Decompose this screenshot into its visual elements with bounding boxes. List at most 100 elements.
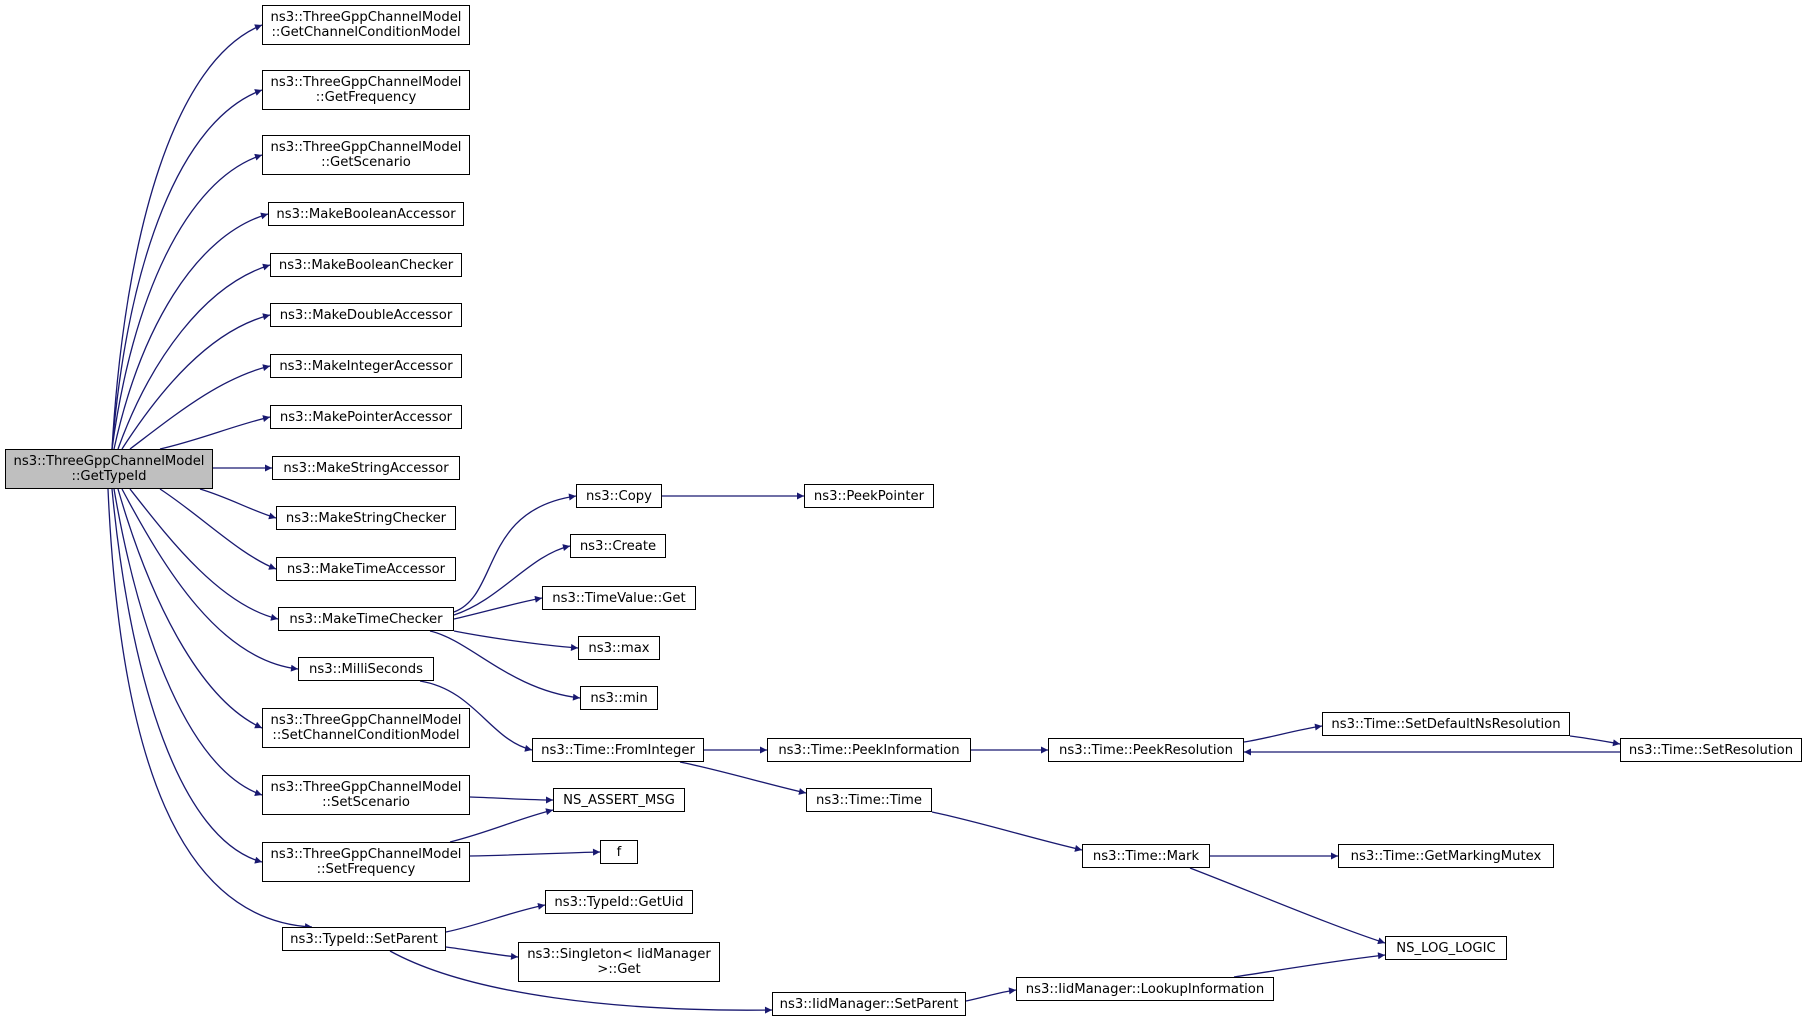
- edge-root-to-makeStringChecker: [199, 488, 277, 520]
- node-label-line: ns3::Time::GetMarkingMutex: [1350, 848, 1542, 864]
- node-milli-seconds[interactable]: ns3::MilliSeconds: [298, 657, 434, 681]
- node-label-line: ns3::IidManager::LookupInformation: [1025, 981, 1265, 997]
- node-label-line: ns3::MakeBooleanAccessor: [276, 206, 456, 222]
- node-f[interactable]: f: [600, 840, 638, 864]
- node-singleton-get[interactable]: ns3::Singleton< IidManager >::Get: [518, 942, 720, 982]
- node-create[interactable]: ns3::Create: [570, 534, 666, 558]
- node-label-line: ns3::Time::PeekResolution: [1059, 742, 1233, 758]
- edge-typeIdSetParent-to-typeIdGetUid: [445, 902, 546, 933]
- edge-timeSetDefaultNsResolution-to-timeSetResolution: [1569, 735, 1621, 747]
- node-label-line: ::SetChannelConditionModel: [272, 728, 460, 743]
- edge-root-to-getFrequency: [111, 89, 263, 450]
- node-set-channel-condition-model[interactable]: ns3::ThreeGppChannelModel::SetChannelCon…: [262, 708, 470, 748]
- node-label-line: >::Get: [597, 962, 641, 977]
- node-iid-manager-set-parent[interactable]: ns3::IidManager::SetParent: [772, 992, 966, 1016]
- node-label-line: ns3::IidManager::SetParent: [779, 996, 959, 1012]
- edge-makeTimeChecker-to-copy: [453, 493, 577, 613]
- edge-timeTime-to-timeMark: [931, 811, 1083, 852]
- node-label-line: ns3::MakeDoubleAccessor: [279, 307, 453, 323]
- edge-setFrequency-to-nsAssertMsg: [449, 808, 554, 843]
- node-set-scenario[interactable]: ns3::ThreeGppChannelModel::SetScenario: [262, 775, 470, 815]
- node-make-time-accessor[interactable]: ns3::MakeTimeAccessor: [276, 557, 456, 581]
- node-make-boolean-accessor[interactable]: ns3::MakeBooleanAccessor: [268, 202, 464, 226]
- node-min[interactable]: ns3::min: [580, 686, 658, 710]
- edge-root-to-setScenario: [113, 488, 263, 796]
- node-type-id-set-parent[interactable]: ns3::TypeId::SetParent: [282, 927, 446, 951]
- node-get-scenario[interactable]: ns3::ThreeGppChannelModel::GetScenario: [262, 135, 470, 175]
- node-peek-pointer[interactable]: ns3::PeekPointer: [804, 484, 934, 508]
- node-time-peek-information[interactable]: ns3::Time::PeekInformation: [767, 738, 971, 762]
- edge-root-to-makeBooleanAccessor: [113, 212, 269, 450]
- node-ns-log-logic[interactable]: NS_LOG_LOGIC: [1385, 936, 1507, 960]
- node-make-pointer-accessor[interactable]: ns3::MakePointerAccessor: [270, 405, 462, 429]
- node-label-line: ns3::MakeTimeAccessor: [286, 561, 446, 577]
- node-label-line: ns3::MakeStringChecker: [285, 510, 447, 526]
- node-label-line: ns3::Singleton< IidManager: [527, 947, 711, 962]
- node-time-mark[interactable]: ns3::Time::Mark: [1082, 844, 1210, 868]
- node-time-from-integer[interactable]: ns3::Time::FromInteger: [532, 738, 704, 762]
- node-label-line: ns3::Copy: [586, 488, 652, 504]
- node-label-line: ns3::Create: [579, 538, 657, 554]
- node-max[interactable]: ns3::max: [578, 636, 660, 660]
- node-make-time-checker[interactable]: ns3::MakeTimeChecker: [278, 607, 454, 631]
- edge-timeMark-to-nsLogLogic: [1189, 867, 1386, 945]
- node-label-line: ns3::MakeTimeChecker: [289, 611, 443, 627]
- edge-makeTimeChecker-to-max: [453, 630, 579, 651]
- edge-timeFromInteger-to-timeTime: [679, 761, 807, 795]
- node-label-line: ::SetScenario: [322, 795, 410, 810]
- node-time-set-resolution[interactable]: ns3::Time::SetResolution: [1620, 738, 1802, 762]
- edge-typeIdSetParent-to-singletonGet: [445, 946, 519, 960]
- node-label-line: ns3::ThreeGppChannelModel: [270, 10, 462, 25]
- edge-root-to-makeTimeAccessor: [159, 488, 277, 570]
- node-type-id-get-uid[interactable]: ns3::TypeId::GetUid: [545, 890, 693, 914]
- node-copy[interactable]: ns3::Copy: [576, 484, 662, 508]
- node-label-line: ::GetChannelConditionModel: [271, 25, 461, 40]
- node-make-double-accessor[interactable]: ns3::MakeDoubleAccessor: [270, 303, 462, 327]
- edge-root-to-makePointerAccessor: [159, 415, 271, 450]
- edge-root-to-makeIntegerAccessor: [129, 364, 271, 450]
- node-label-line: ns3::Time::Time: [816, 792, 922, 808]
- node-make-string-accessor[interactable]: ns3::MakeStringAccessor: [272, 456, 460, 480]
- node-label-line: NS_ASSERT_MSG: [563, 792, 675, 808]
- edge-root-to-getScenario: [111, 153, 263, 450]
- node-root[interactable]: ns3::ThreeGppChannelModel::GetTypeId: [5, 449, 213, 489]
- node-label-line: ns3::Time::FromInteger: [541, 742, 695, 758]
- node-time-set-default-ns-resolution[interactable]: ns3::Time::SetDefaultNsResolution: [1322, 712, 1570, 736]
- node-make-string-checker[interactable]: ns3::MakeStringChecker: [276, 506, 456, 530]
- node-get-frequency[interactable]: ns3::ThreeGppChannelModel::GetFrequency: [262, 70, 470, 110]
- edge-timePeekResolution-to-timeSetDefaultNsResolution: [1243, 723, 1323, 743]
- edge-makeTimeChecker-to-timeValueGet: [453, 595, 543, 620]
- node-ns-assert-msg[interactable]: NS_ASSERT_MSG: [553, 788, 685, 812]
- node-label-line: ::GetTypeId: [71, 469, 147, 484]
- node-label-line: ns3::PeekPointer: [813, 488, 925, 504]
- node-label-line: ::GetScenario: [321, 155, 411, 170]
- edge-root-to-setFrequency: [111, 488, 263, 864]
- node-label-line: ns3::MakeStringAccessor: [283, 460, 449, 476]
- node-get-channel-condition-model[interactable]: ns3::ThreeGppChannelModel::GetChannelCon…: [262, 5, 470, 45]
- node-set-frequency[interactable]: ns3::ThreeGppChannelModel::SetFrequency: [262, 842, 470, 882]
- node-make-integer-accessor[interactable]: ns3::MakeIntegerAccessor: [270, 354, 462, 378]
- node-time-value-get[interactable]: ns3::TimeValue::Get: [542, 586, 696, 610]
- node-time-time[interactable]: ns3::Time::Time: [806, 788, 932, 812]
- node-label-line: ns3::Time::SetResolution: [1628, 742, 1794, 758]
- edge-setFrequency-to-f: [469, 848, 601, 857]
- node-label-line: ns3::TypeId::GetUid: [554, 894, 684, 910]
- node-time-peek-resolution[interactable]: ns3::Time::PeekResolution: [1048, 738, 1244, 762]
- edge-root-to-setChannelConditionModel: [117, 488, 263, 729]
- node-make-boolean-checker[interactable]: ns3::MakeBooleanChecker: [270, 253, 462, 277]
- node-label-line: ns3::ThreeGppChannelModel: [270, 780, 462, 795]
- edge-iidManagerSetParent-to-iidLookupInformation: [965, 987, 1017, 1002]
- edge-root-to-typeIdSetParent: [107, 488, 313, 931]
- node-label-line: ns3::ThreeGppChannelModel: [270, 140, 462, 155]
- node-label-line: ns3::MakeIntegerAccessor: [279, 358, 453, 374]
- edge-typeIdSetParent-to-iidManagerSetParent: [389, 950, 773, 1014]
- edge-root-to-milliSeconds: [121, 488, 299, 672]
- edge-root-to-makeTimeChecker: [129, 488, 279, 621]
- edge-setScenario-to-nsAssertMsg: [469, 796, 554, 804]
- node-iid-lookup-information[interactable]: ns3::IidManager::LookupInformation: [1016, 977, 1274, 1001]
- node-label-line: ns3::min: [590, 690, 648, 706]
- node-label-line: ::GetFrequency: [315, 90, 417, 105]
- node-time-get-marking-mutex[interactable]: ns3::Time::GetMarkingMutex: [1338, 844, 1554, 868]
- edge-iidLookupInformation-to-nsLogLogic: [1233, 952, 1386, 978]
